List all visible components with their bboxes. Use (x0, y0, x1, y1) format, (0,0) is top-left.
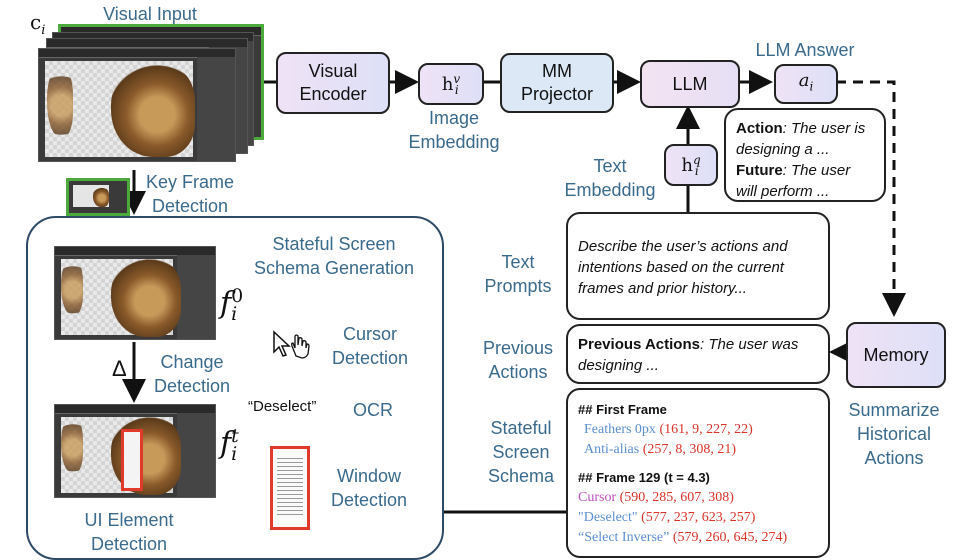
visual-input-label: Visual Input (103, 4, 197, 24)
ui-element-highlight (121, 429, 143, 491)
schema-item: Feathers 0px (161, 9, 227, 22) (584, 420, 818, 440)
schema-item-name: "Deselect" (578, 510, 638, 525)
schema-item-name: “Select Inverse” (578, 530, 670, 545)
delta-symbol: Δ (112, 356, 127, 381)
answer-box: Action: The user is designing a ... Futu… (724, 108, 886, 202)
deselect-ocr-text: “Deselect” (248, 398, 317, 415)
schema-item: "Deselect" (577, 237, 623, 257) (578, 508, 818, 528)
dashed-ai-to-memory (836, 80, 906, 317)
frame129-header: ## Frame 129 (t = 4.3) (578, 470, 710, 485)
ai-answer-box: ai (774, 64, 838, 104)
cursor-icon (273, 330, 310, 359)
frame-ft-screenshot (54, 404, 216, 498)
schema-item-coords: (161, 9, 227, 22) (655, 422, 753, 437)
schema-item: Anti-alias (257, 8, 308, 21) (584, 440, 818, 460)
schema-item-name: Cursor (578, 490, 617, 505)
schema-item-name: Anti-alias (584, 442, 640, 457)
schema-item-name: Feathers 0px (584, 422, 656, 437)
schema-box: ## First Frame Feathers 0px (161, 9, 227… (566, 388, 830, 558)
schema-item-coords: (577, 237, 623, 257) (637, 510, 756, 525)
first-frame-items: Feathers 0px (161, 9, 227, 22)Anti-alias… (578, 420, 818, 460)
first-frame-header: ## First Frame (578, 402, 667, 417)
llm-box: LLM (640, 60, 740, 108)
schema-item: “Select Inverse” (579, 260, 645, 274) (578, 528, 818, 548)
llm-answer-label: LLM Answer (755, 40, 855, 60)
frame-f0-screenshot (54, 246, 216, 340)
window-detection-thumbnail (270, 446, 310, 530)
previous-actions-box: Previous Actions: The user was designing… (566, 324, 830, 384)
memory-box: Memory (846, 322, 946, 388)
schema-item-coords: (579, 260, 645, 274) (669, 530, 788, 545)
ocr-label: OCR (353, 400, 393, 420)
frame129-items: Cursor (590, 285, 607, 308)"Deselect" (5… (578, 488, 818, 548)
connector-layer (122, 70, 906, 514)
ci-label: ci (30, 10, 46, 38)
schema-item-coords: (590, 285, 607, 308) (616, 490, 734, 505)
key-frame-thumbnail (66, 178, 130, 216)
visual-input-stack (38, 24, 264, 162)
schema-item-coords: (257, 8, 308, 21) (639, 442, 737, 457)
schema-item: Cursor (590, 285, 607, 308) (578, 488, 818, 508)
text-prompt-box: Describe the user’s actions and intentio… (566, 212, 830, 320)
